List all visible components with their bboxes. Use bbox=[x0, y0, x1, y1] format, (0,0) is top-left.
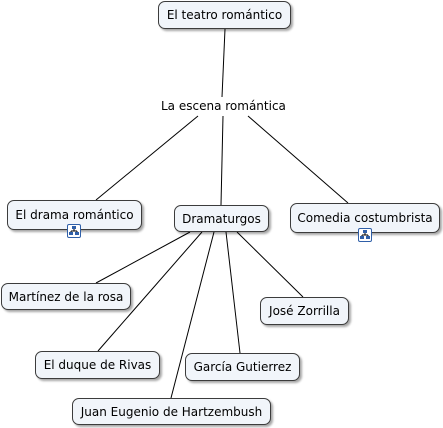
node-rivas[interactable]: El duque de Rivas bbox=[35, 351, 160, 379]
node-scene-label: La escena romántica bbox=[161, 99, 286, 113]
node-martinez[interactable]: Martínez de la rosa bbox=[1, 283, 131, 310]
concept-map-link-icon[interactable] bbox=[67, 224, 81, 238]
node-comedia-label: Comedia costumbrista bbox=[297, 211, 433, 225]
node-garcia[interactable]: García Gutierrez bbox=[185, 353, 300, 381]
line-dramaturgos-rivas bbox=[97, 231, 203, 352]
line-root-scene bbox=[221, 28, 226, 98]
node-zorrilla[interactable]: José Zorrilla bbox=[260, 297, 349, 325]
node-zorrilla-label: José Zorrilla bbox=[269, 304, 340, 318]
line-dramaturgos-martinez bbox=[95, 231, 191, 284]
line-dramaturgos-zorrilla bbox=[236, 231, 304, 298]
node-dramaturgos-label: Dramaturgos bbox=[182, 211, 261, 226]
node-rivas-label: El duque de Rivas bbox=[43, 358, 152, 372]
node-garcia-label: García Gutierrez bbox=[193, 360, 292, 374]
node-drama[interactable]: El drama romántico bbox=[7, 200, 142, 230]
node-martinez-label: Martínez de la rosa bbox=[8, 289, 124, 304]
node-hartzembush-label: Juan Eugenio de Hartzembush bbox=[80, 404, 263, 419]
node-drama-label: El drama romántico bbox=[15, 208, 134, 222]
line-scene-drama bbox=[95, 115, 199, 201]
line-scene-dramaturgos bbox=[220, 115, 224, 206]
node-root-label: El teatro romántico bbox=[166, 8, 283, 22]
node-hartzembush[interactable]: Juan Eugenio de Hartzembush bbox=[72, 398, 271, 425]
concept-map-link-icon[interactable] bbox=[358, 228, 372, 242]
node-dramaturgos[interactable]: Dramaturgos bbox=[174, 205, 269, 232]
line-dramaturgos-garcia bbox=[225, 231, 241, 354]
node-root[interactable]: El teatro romántico bbox=[158, 1, 291, 29]
line-scene-comedia bbox=[247, 115, 349, 204]
line-dramaturgos-hartzembush bbox=[170, 231, 215, 399]
